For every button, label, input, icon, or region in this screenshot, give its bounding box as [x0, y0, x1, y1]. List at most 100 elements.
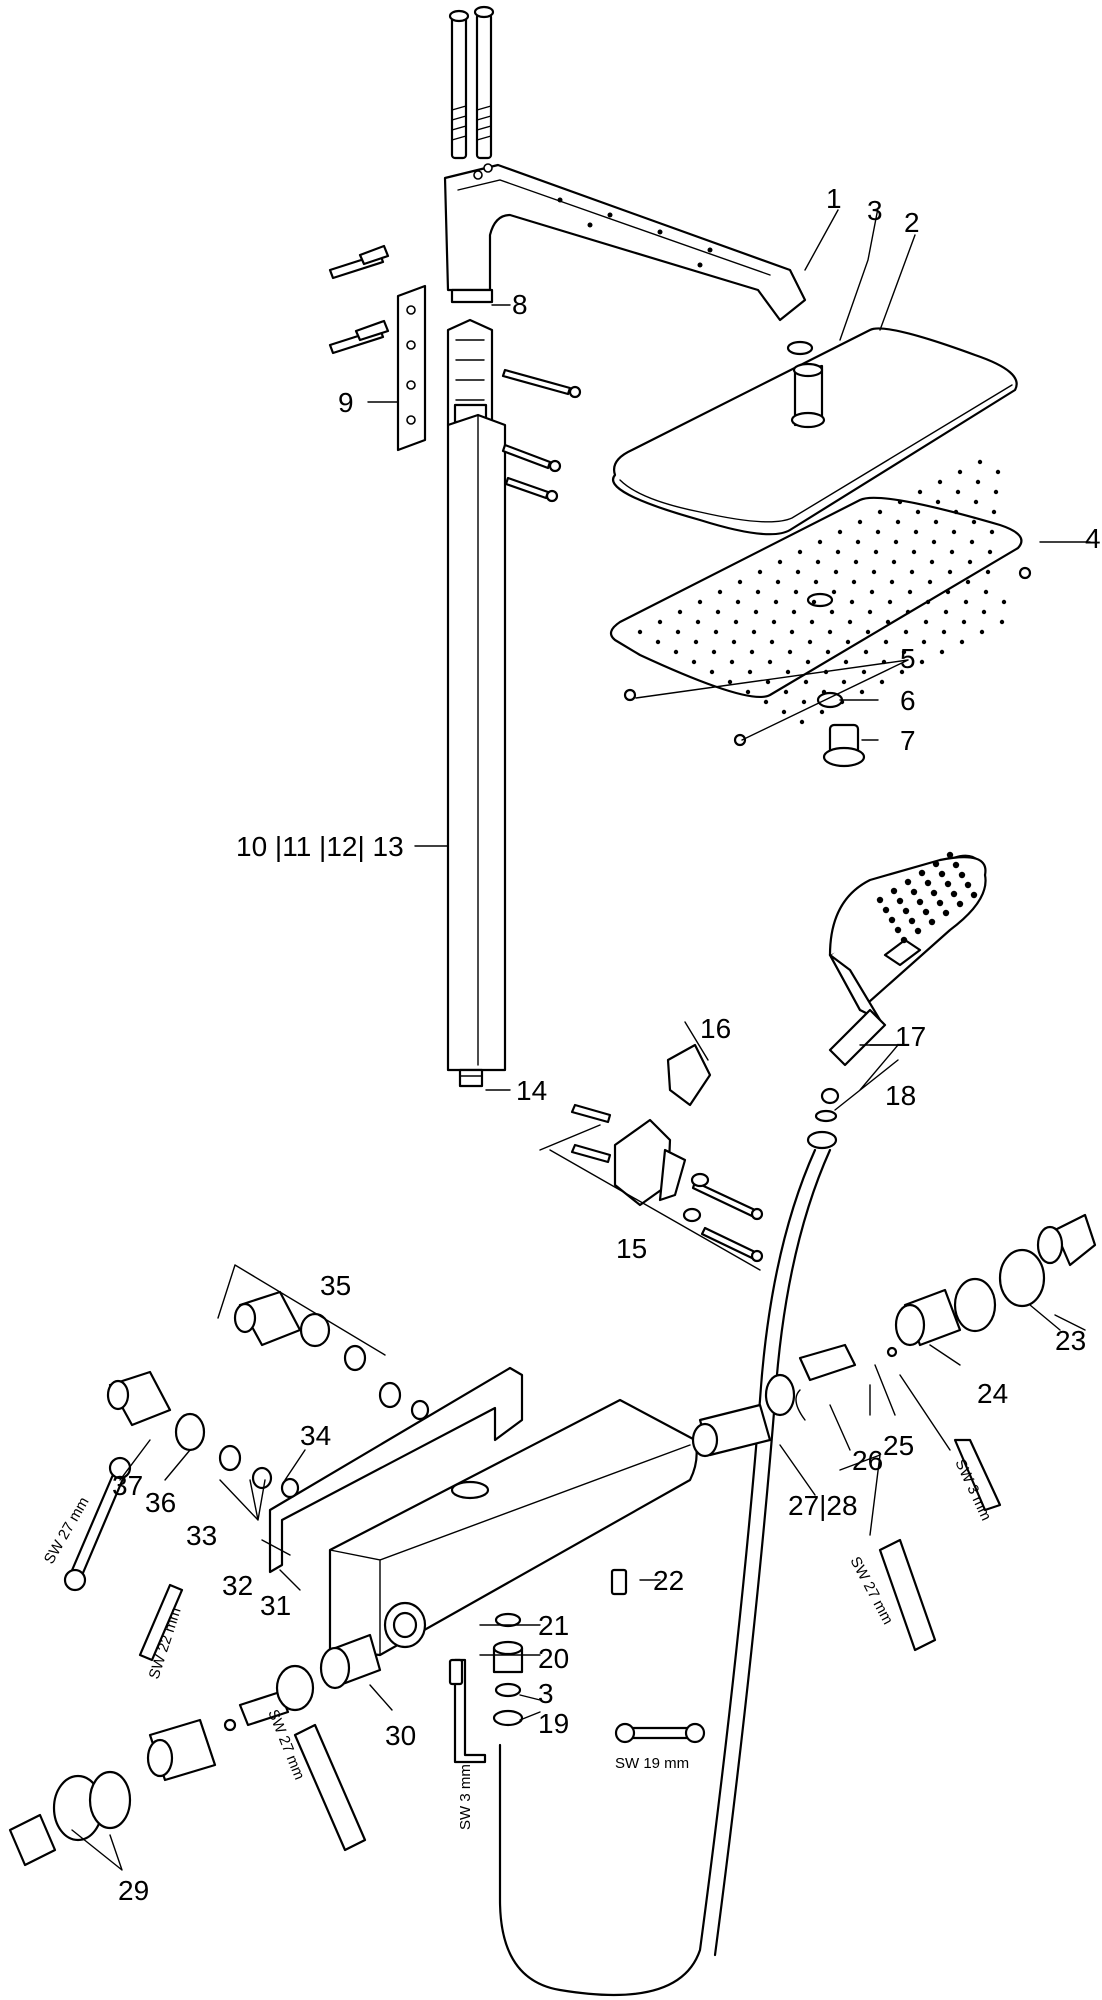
- spray-nozzle-dot: [673, 649, 679, 655]
- overhead-shower-head: [612, 327, 1018, 536]
- spray-nozzle-dot: [657, 619, 663, 625]
- tools: [63, 1438, 1002, 1852]
- callout-29: 29: [118, 1875, 149, 1906]
- thermostat-body: [328, 1398, 698, 1657]
- spray-nozzle-dot: [853, 559, 859, 565]
- hand-nozzle-dot: [904, 878, 912, 886]
- riser-bracket: [446, 318, 494, 427]
- hand-nozzle-dot: [902, 907, 910, 915]
- spray-nozzle-dot: [875, 529, 881, 535]
- spray-nozzle-dot: [945, 589, 951, 595]
- spray-nozzle-dot: [819, 709, 825, 715]
- hand-nozzle-dot: [900, 936, 908, 944]
- hand-nozzle-dot: [922, 908, 930, 916]
- spray-nozzle-dot: [829, 609, 835, 615]
- spray-nozzle-dot: [835, 549, 841, 555]
- hand-nozzle-dot: [882, 906, 890, 914]
- spray-nozzle-dot: [983, 589, 989, 595]
- spray-nozzle-dot: [953, 509, 959, 515]
- spray-nozzle-dot: [895, 519, 901, 525]
- hand-nozzle-dot: [890, 887, 898, 895]
- spray-nozzle-dot: [929, 559, 935, 565]
- spray-nozzle-dot: [809, 619, 815, 625]
- hand-nozzle-dot: [950, 890, 958, 898]
- callout-labels: 1 3 2 4 5 6 7 8 9 10 |11 |12| 13 14 15 1…: [112, 183, 1101, 1906]
- wall-plate: [396, 284, 427, 452]
- callout-4: 4: [1085, 523, 1101, 554]
- spray-nozzle-dot: [955, 489, 961, 495]
- spray-nozzle-dot: [985, 569, 991, 575]
- spray-nozzle-dot: [691, 659, 697, 665]
- hand-nozzle-dot: [928, 918, 936, 926]
- spray-nozzle-dot: [889, 579, 895, 585]
- spray-nozzle-dot: [917, 489, 923, 495]
- spray-nozzle-dot: [973, 499, 979, 505]
- hand-nozzle-dot: [914, 927, 922, 935]
- spray-nozzle-dot: [871, 569, 877, 575]
- shower-holder: [539, 1043, 764, 1271]
- mounting-bolts: [448, 5, 495, 160]
- tool-label-sw19: SW 19 mm: [615, 1755, 689, 1772]
- thermostat-shelf: [268, 1366, 524, 1574]
- callout-3: 3: [867, 195, 883, 226]
- spray-nozzle-dot: [933, 519, 939, 525]
- spray-nozzle-dot: [859, 689, 865, 695]
- spray-nozzle-dot: [891, 559, 897, 565]
- hand-nozzle-dot: [942, 909, 950, 917]
- spray-nozzle-dot: [957, 469, 963, 475]
- leader-lines: [71, 207, 1091, 1871]
- callout-9: 9: [338, 387, 354, 418]
- spray-nozzle-dot: [693, 639, 699, 645]
- spray-nozzle-dot: [883, 639, 889, 645]
- left-fittings: [106, 1264, 430, 1499]
- plate-screws: [623, 566, 1032, 747]
- spray-nozzle-dot: [911, 549, 917, 555]
- spray-nozzle-dot: [817, 539, 823, 545]
- callout-19: 19: [538, 1708, 569, 1739]
- callout-32: 32: [222, 1570, 253, 1601]
- callout-6: 6: [900, 685, 916, 716]
- hand-nozzle-dot: [930, 889, 938, 897]
- spray-nozzle-dot: [879, 679, 885, 685]
- spray-nozzle-dot: [991, 509, 997, 515]
- spray-nozzle-dot: [813, 579, 819, 585]
- spray-nozzle-dot: [851, 579, 857, 585]
- spray-nozzle-dot: [745, 689, 751, 695]
- callout-27-28: 27|28: [788, 1490, 858, 1521]
- spray-nozzle-dot: [799, 719, 805, 725]
- spray-nozzle-dot: [993, 489, 999, 495]
- hand-nozzle-dot: [896, 897, 904, 905]
- callout-22: 22: [653, 1565, 684, 1596]
- spray-nozzle-dot: [903, 629, 909, 635]
- spray-nozzle-dot: [981, 609, 987, 615]
- spray-nozzle-dot: [947, 569, 953, 575]
- spray-nozzle-dot: [795, 569, 801, 575]
- callout-37: 37: [112, 1470, 143, 1501]
- callout-24: 24: [977, 1378, 1008, 1409]
- shower-arm: [443, 163, 807, 322]
- spray-nozzle-dot: [1001, 599, 1007, 605]
- spray-nozzle-dot: [769, 639, 775, 645]
- spray-nozzle-dot: [751, 629, 757, 635]
- hand-nozzle-dot: [894, 926, 902, 934]
- bottom-left-fittings: [8, 1633, 382, 1867]
- callout-33: 33: [186, 1520, 217, 1551]
- spray-nozzle-dot: [893, 539, 899, 545]
- hand-nozzle-dot: [970, 891, 978, 899]
- spray-nozzle-dot: [807, 639, 813, 645]
- callout-15: 15: [616, 1233, 647, 1264]
- spray-nozzle-dot: [861, 669, 867, 675]
- spray-nozzle-dot: [865, 629, 871, 635]
- spray-nozzle-dot: [987, 549, 993, 555]
- spray-nozzle-dot: [731, 639, 737, 645]
- spray-nozzle-dot: [869, 589, 875, 595]
- callout-7: 7: [900, 725, 916, 756]
- spray-nozzle-dot: [757, 569, 763, 575]
- spray-nozzle-dot: [971, 519, 977, 525]
- spray-nozzle-dot: [907, 589, 913, 595]
- spray-nozzle-dot: [791, 609, 797, 615]
- spray-nozzle-dot: [849, 599, 855, 605]
- hand-nozzle-dot: [936, 899, 944, 907]
- spray-nozzle-dot: [905, 609, 911, 615]
